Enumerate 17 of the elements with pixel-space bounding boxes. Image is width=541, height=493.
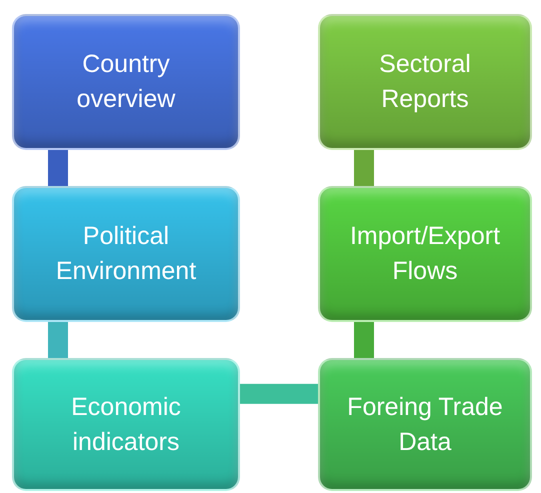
rounded-box xyxy=(12,14,240,150)
rounded-box xyxy=(318,358,532,491)
box-label: Sectoral Reports xyxy=(378,49,472,115)
rounded-box xyxy=(318,186,532,322)
box-label: Economic indicators xyxy=(70,392,182,458)
connector-bar xyxy=(48,150,68,186)
connector-bar xyxy=(48,322,68,358)
connector-bar xyxy=(354,322,374,358)
rounded-box xyxy=(12,358,240,491)
connector-bar xyxy=(354,150,374,186)
rounded-box xyxy=(318,14,532,150)
box-label: Political Environment xyxy=(54,221,198,287)
rounded-box xyxy=(12,186,240,322)
box-label: Foreing Trade Data xyxy=(346,392,504,458)
connector-bar xyxy=(240,384,318,404)
box-label: Country overview xyxy=(76,49,176,115)
box-label: Import/Export Flows xyxy=(348,221,502,287)
